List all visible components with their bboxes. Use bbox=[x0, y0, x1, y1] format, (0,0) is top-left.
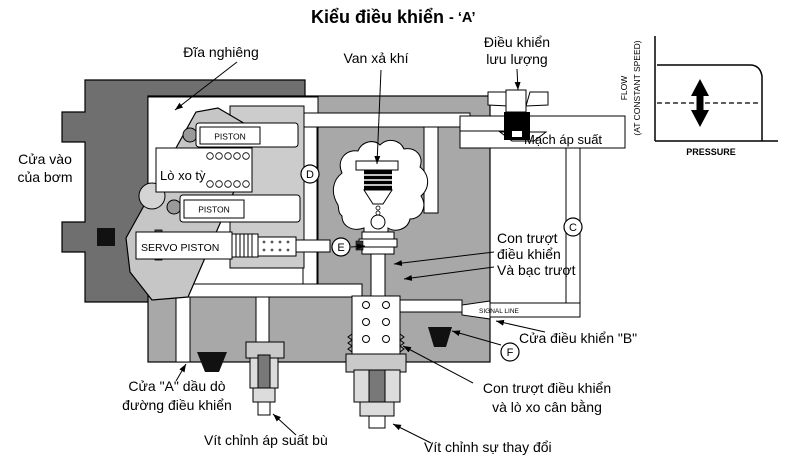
label-port-a-2: đường điều khiển bbox=[122, 397, 232, 413]
label-comp-screw: Vít chỉnh áp suất bù bbox=[204, 432, 328, 448]
compensator-adjust-screw bbox=[245, 341, 285, 416]
svg-text:C: C bbox=[569, 222, 577, 234]
marker-f: F bbox=[500, 342, 520, 362]
label-change-screw: Vít chỉnh sự thay đổi bbox=[424, 439, 552, 455]
diagram-title-suffix: - ‘A’ bbox=[449, 10, 476, 26]
label-control-spool-1: Con trượt bbox=[497, 230, 558, 246]
pq-ylabel-2: (AT CONSTANT SPEED) bbox=[632, 40, 642, 135]
control-spool-assembly bbox=[347, 231, 405, 355]
air-release-valve bbox=[332, 139, 429, 235]
thrust-spring-label: Lò xo tỳ bbox=[160, 168, 206, 183]
svg-text:E: E bbox=[337, 242, 344, 254]
flow-adjust-arrow-icon bbox=[691, 79, 709, 127]
label-control-spool-2: điều khiển bbox=[497, 246, 561, 262]
marker-d: D bbox=[300, 164, 320, 184]
piston-lower: PISTON bbox=[166, 194, 301, 223]
label-air-release-valve: Van xả khí bbox=[343, 50, 408, 66]
marker-c: C bbox=[563, 217, 583, 237]
port-boss-inlet bbox=[97, 228, 115, 246]
label-balance-spring-2: và lò xo cân bằng bbox=[492, 399, 602, 415]
signal-line-pipe bbox=[461, 300, 581, 320]
servo-piston-label: SERVO PISTON bbox=[141, 242, 219, 254]
leader-lines bbox=[174, 61, 546, 444]
label-pump-inlet-1: Cửa vào bbox=[18, 151, 72, 167]
pq-graph: FLOW (AT CONSTANT SPEED) PRESSURE bbox=[619, 36, 778, 157]
diagram-title: Kiểu điều khiển bbox=[311, 7, 444, 27]
label-signal-line: SIGNAL LINE bbox=[479, 308, 520, 315]
flow-control-valve bbox=[487, 89, 549, 140]
label-control-spool-3: Và bạc trượt bbox=[497, 262, 576, 278]
label-flow-control-1: Điều khiển bbox=[484, 34, 550, 50]
piston-upper: PISTON bbox=[182, 122, 299, 148]
label-swash-plate: Đĩa nghiêng bbox=[183, 44, 259, 60]
label-port-a-1: Cửa "A" dầu dò bbox=[128, 378, 225, 394]
change-adjust-screw bbox=[345, 353, 407, 429]
servo-piston: SERVO PISTON bbox=[135, 229, 331, 261]
pq-ylabel-1: FLOW bbox=[619, 76, 629, 101]
label-port-b: Cửa điều khiển "B" bbox=[519, 330, 637, 346]
pq-curve bbox=[657, 64, 763, 141]
piston-lower-label: PISTON bbox=[198, 205, 230, 215]
label-balance-spring-1: Con trượt điều khiển bbox=[483, 380, 611, 396]
port-boss-b bbox=[428, 327, 452, 347]
svg-text:D: D bbox=[306, 169, 314, 181]
port-boss-bottom bbox=[197, 352, 227, 372]
label-pump-inlet-2: của bơm bbox=[17, 169, 72, 185]
thrust-spring: Lò xo tỳ bbox=[155, 147, 253, 193]
marker-e: E bbox=[331, 237, 351, 257]
label-pressure-circuit: Mạch áp suất bbox=[524, 132, 602, 147]
label-flow-control-2: lưu lượng bbox=[486, 51, 547, 67]
piston-upper-label: PISTON bbox=[214, 132, 246, 142]
svg-text:F: F bbox=[507, 347, 514, 359]
pq-xlabel: PRESSURE bbox=[686, 147, 736, 157]
